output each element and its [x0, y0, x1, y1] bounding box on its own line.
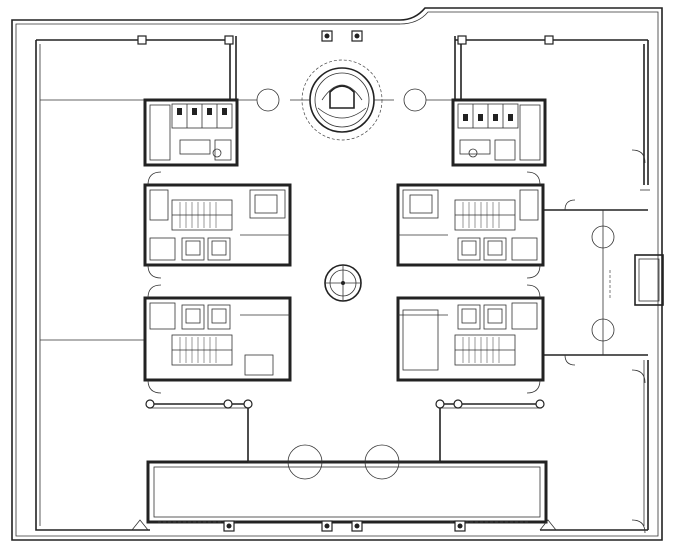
outer-boundary	[11, 7, 663, 541]
east-annex	[543, 199, 664, 366]
elevator-core-nw	[143, 171, 292, 279]
spiral-stair	[236, 59, 455, 141]
top-columns	[137, 30, 554, 45]
restroom-block-east	[451, 98, 547, 167]
elevator-core-sw	[143, 284, 292, 394]
west-wing	[35, 36, 237, 531]
east-wing	[454, 36, 649, 531]
door-swings	[631, 149, 650, 534]
lower-plaza	[131, 399, 557, 532]
elevator-core-se	[396, 284, 545, 394]
restroom-block-west	[143, 98, 239, 167]
elevator-core-ne	[396, 171, 545, 279]
central-fountain	[324, 264, 362, 302]
